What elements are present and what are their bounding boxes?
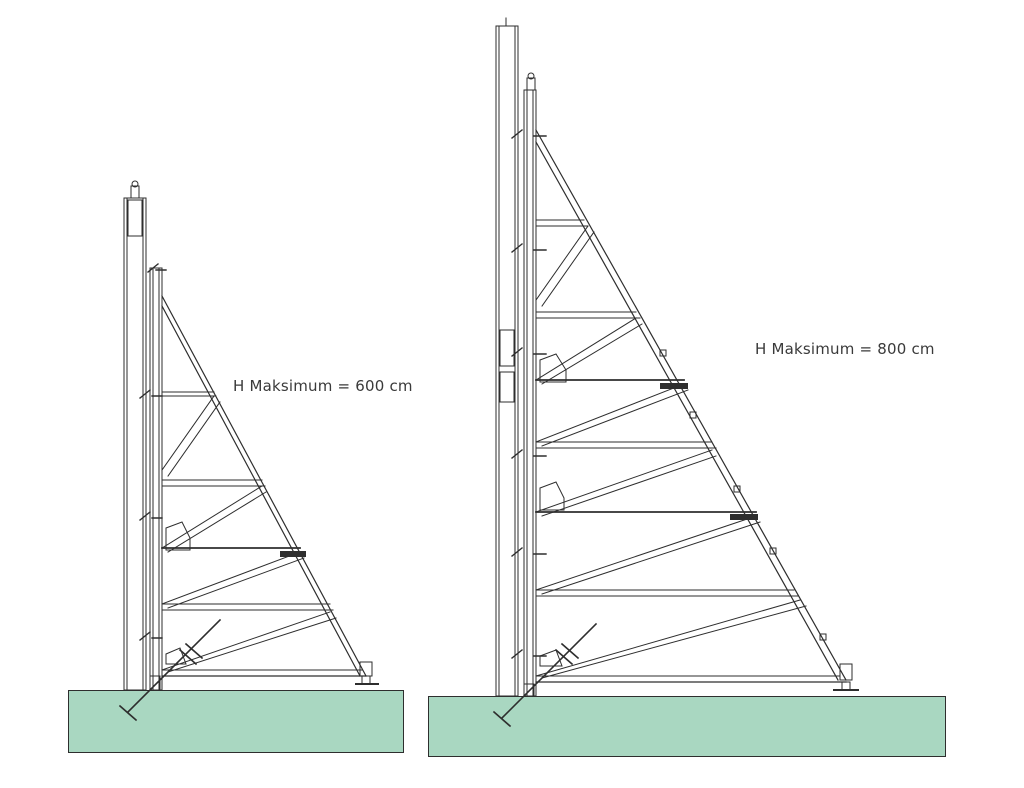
anchor-rod-right xyxy=(492,622,598,728)
brace-frame-left xyxy=(149,295,379,691)
brace-frame-right xyxy=(523,129,859,697)
max-height-label-600: H Maksimum = 600 cm xyxy=(233,377,413,395)
waler-clamps-right xyxy=(511,129,547,659)
ground-slab-left xyxy=(68,690,404,753)
formwork-panel-left xyxy=(123,180,147,691)
formwork-system-600 xyxy=(118,180,379,722)
formwork-panel-right xyxy=(495,17,519,697)
max-height-label-800: H Maksimum = 800 cm xyxy=(755,340,935,358)
vertical-waler-right xyxy=(523,72,537,697)
formwork-system-800 xyxy=(492,17,859,728)
anchor-rod-left xyxy=(118,618,222,722)
waler-clamps-left xyxy=(139,263,167,641)
vertical-waler-left xyxy=(149,267,163,691)
